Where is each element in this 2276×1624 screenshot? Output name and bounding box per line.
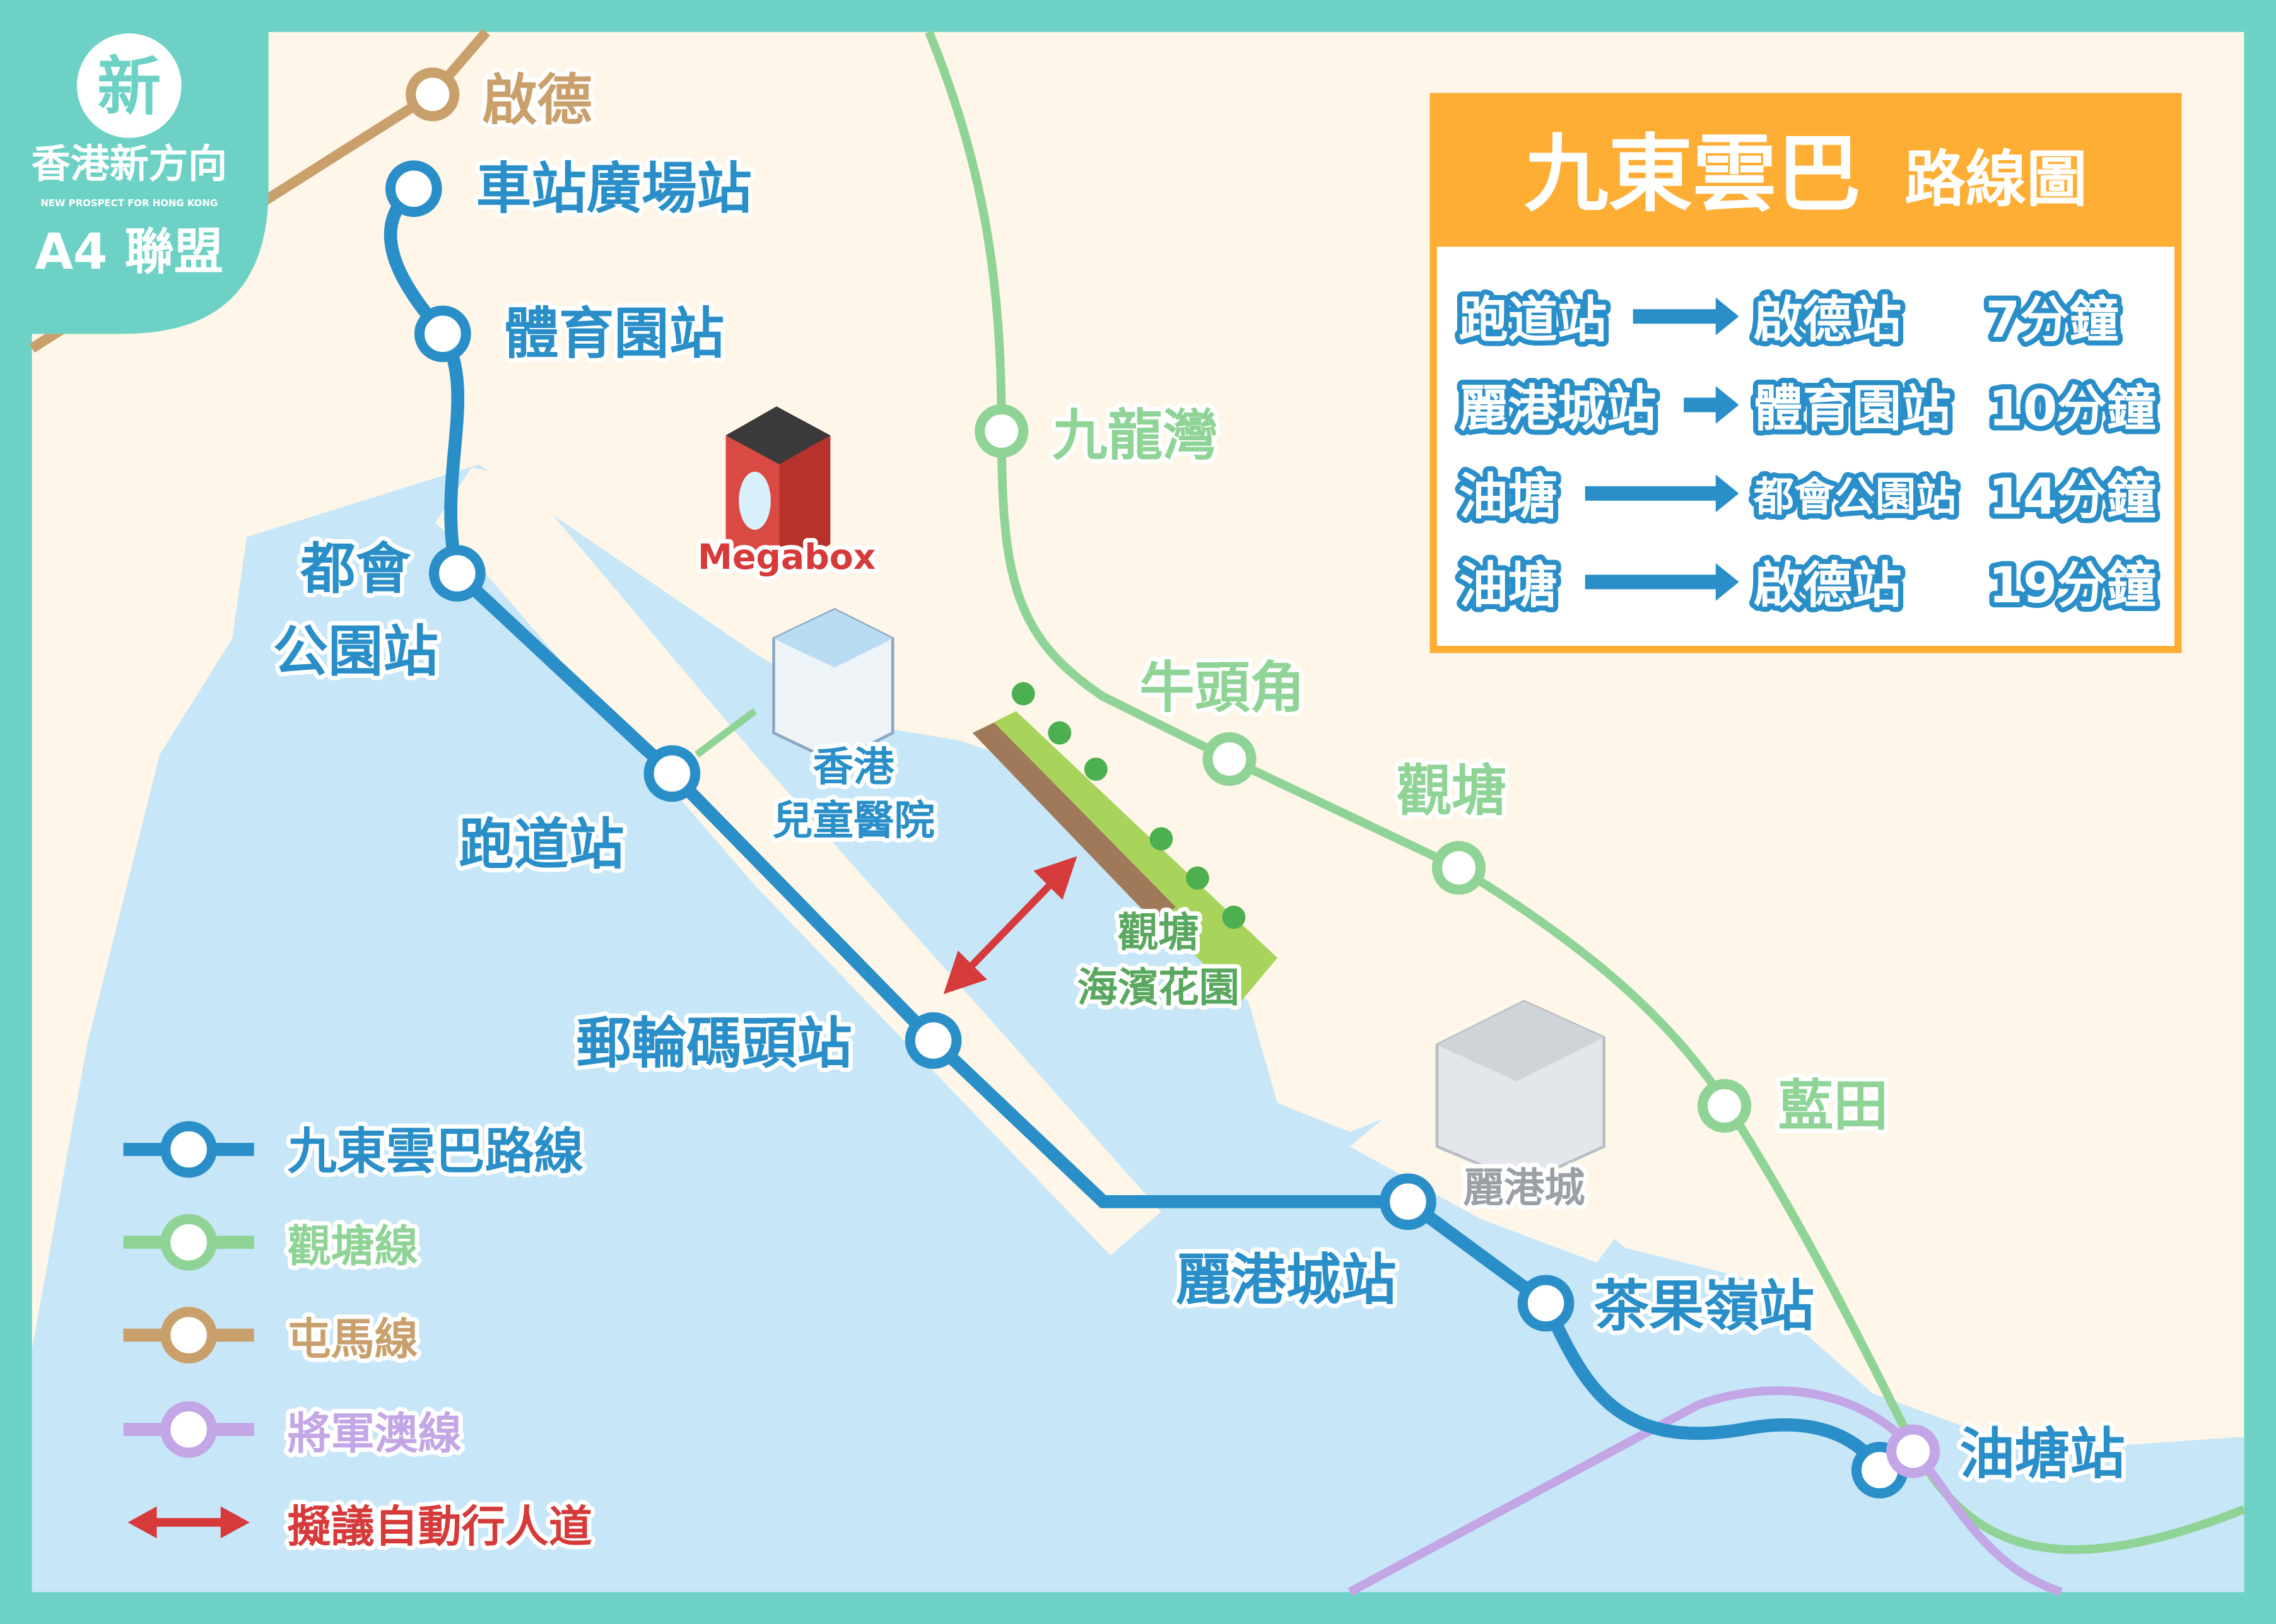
childrens-hospital-building: 香港 兒童醫院 bbox=[695, 607, 939, 849]
legend-label: 屯馬線 bbox=[288, 1314, 418, 1365]
route-row: 油塘 啟德站 19分鐘 bbox=[1453, 552, 2161, 619]
station-marker[interactable] bbox=[385, 160, 442, 218]
station-marker[interactable] bbox=[1886, 1424, 1940, 1478]
station-label-lam-tin: 藍田 bbox=[1778, 1073, 1889, 1138]
station-marker[interactable] bbox=[414, 305, 471, 363]
route-to: 啟德站 bbox=[1754, 557, 1902, 614]
station-marker[interactable] bbox=[643, 745, 701, 802]
proposed-walkway-arrow bbox=[943, 856, 1077, 995]
hospital-label-1: 香港 bbox=[813, 744, 895, 791]
station-marker[interactable] bbox=[1202, 732, 1257, 786]
legend: 九東雲巴路線 觀塘線 屯馬線 將軍澳線 擬議自動行人道 bbox=[123, 1118, 597, 1557]
station-label-cha-kwo-ling: 茶果嶺站 bbox=[1594, 1274, 1815, 1338]
route-from: 麗港城站 bbox=[1459, 380, 1657, 437]
station-label-laguna-city: 麗港城站 bbox=[1176, 1247, 1397, 1312]
legend-label: 九東雲巴路線 bbox=[288, 1123, 584, 1180]
station-label-station-square: 車站廣場站 bbox=[476, 156, 752, 221]
station-label-kwun-tong: 觀塘 bbox=[1397, 759, 1507, 823]
legend-label: 將軍澳線 bbox=[288, 1408, 462, 1459]
arrow-icon bbox=[1633, 297, 1739, 336]
route-time: 7分鐘 bbox=[1986, 291, 2119, 349]
promenade-label-1: 觀塘 bbox=[1118, 909, 1199, 956]
promenade-label-2: 海濱花園 bbox=[1077, 964, 1240, 1012]
logo-char: 新 bbox=[97, 50, 161, 124]
station-marker[interactable] bbox=[428, 545, 486, 602]
station-marker[interactable] bbox=[406, 67, 460, 122]
station-marker[interactable] bbox=[1698, 1078, 1752, 1133]
station-label-cruise-terminal: 郵輪碼頭站 bbox=[577, 1011, 852, 1075]
arrow-icon bbox=[1684, 386, 1739, 424]
route-from: 油塘 bbox=[1459, 557, 1557, 614]
station-marker[interactable] bbox=[1517, 1275, 1575, 1332]
route-to: 體育園站 bbox=[1754, 380, 1951, 437]
route-row: 麗港城站 體育園站 10分鐘 bbox=[1453, 375, 2161, 442]
route-time: 10分鐘 bbox=[1988, 380, 2156, 437]
route-row: 油塘 都會公園站 14分鐘 bbox=[1453, 464, 2161, 531]
route-time: 19分鐘 bbox=[1988, 557, 2156, 614]
harbour-water bbox=[32, 464, 2244, 1592]
hospital-label-2: 兒童醫院 bbox=[772, 797, 935, 844]
megabox-building: Megabox bbox=[693, 406, 880, 582]
logo-name-zh: 香港新方向 bbox=[32, 141, 228, 187]
legend-item-walkway: 擬議自動行人道 bbox=[127, 1497, 597, 1557]
station-label-ngau-tau-kok: 牛頭角 bbox=[1139, 656, 1305, 720]
laguna-city-label: 麗港城 bbox=[1463, 1164, 1585, 1212]
other-stations bbox=[406, 67, 1940, 1478]
station-label-metro-park-2: 公園站 bbox=[273, 619, 438, 684]
station-marker[interactable] bbox=[905, 1012, 962, 1069]
megabox-label: Megabox bbox=[698, 537, 876, 578]
laguna-city-buildings: 麗港城 bbox=[1435, 1000, 1605, 1216]
legend-label: 擬議自動行人道 bbox=[288, 1502, 592, 1552]
route-time: 14分鐘 bbox=[1988, 469, 2156, 526]
station-label-metro-park-1: 都會 bbox=[300, 537, 411, 601]
station-marker[interactable] bbox=[1380, 1173, 1436, 1230]
kwun-tong-promenade: 觀塘 海濱花園 bbox=[972, 682, 1277, 1016]
logo-badge: 新 香港新方向 NEW PROSPECT FOR HONG KONG A4 聯盟 bbox=[0, 0, 269, 334]
runway-land bbox=[435, 467, 1161, 1256]
kowloon-east-skyrail-line bbox=[384, 182, 1887, 1477]
arrow-icon bbox=[1585, 563, 1739, 601]
route-to: 都會公園站 bbox=[1753, 474, 1957, 521]
info-title-main: 九東雲巴 bbox=[1524, 126, 1861, 223]
route-to: 啟德站 bbox=[1754, 291, 1902, 349]
legend-item-tuen-ma-line: 屯馬線 bbox=[123, 1307, 423, 1369]
station-label-runway: 跑道站 bbox=[459, 812, 624, 877]
route-info-box: 九東雲巴 路線圖 跑道站 啟德站 7分鐘 麗港城站 體育園站 10分鐘 油塘 都… bbox=[1429, 93, 2182, 653]
station-label-yau-tong: 油塘站 bbox=[1959, 1422, 2125, 1487]
route-from: 油塘 bbox=[1459, 469, 1557, 526]
legend-label: 觀塘線 bbox=[288, 1222, 418, 1272]
legend-item-skyrail: 九東雲巴路線 bbox=[123, 1118, 588, 1184]
info-title-sub: 路線圖 bbox=[1904, 144, 2087, 215]
legend-item-kwun-tong-line: 觀塘線 bbox=[123, 1213, 423, 1276]
station-label-kai-tak: 啟德 bbox=[482, 68, 592, 132]
route-from: 跑道站 bbox=[1459, 291, 1607, 349]
station-label-sports-park: 體育園站 bbox=[503, 301, 724, 366]
station-marker[interactable] bbox=[975, 404, 1029, 459]
station-label-kowloon-bay: 九龍灣 bbox=[1052, 403, 1217, 467]
legend-item-tseung-kwan-o-line: 將軍澳線 bbox=[123, 1401, 466, 1463]
skyrail-stations bbox=[385, 160, 1908, 1498]
station-marker[interactable] bbox=[1431, 841, 1486, 895]
arrow-icon bbox=[1585, 474, 1739, 513]
route-row: 跑道站 啟德站 7分鐘 bbox=[1453, 286, 2123, 354]
logo-alliance: A4 聯盟 bbox=[35, 223, 223, 281]
logo-name-en: NEW PROSPECT FOR HONG KONG bbox=[40, 197, 218, 209]
